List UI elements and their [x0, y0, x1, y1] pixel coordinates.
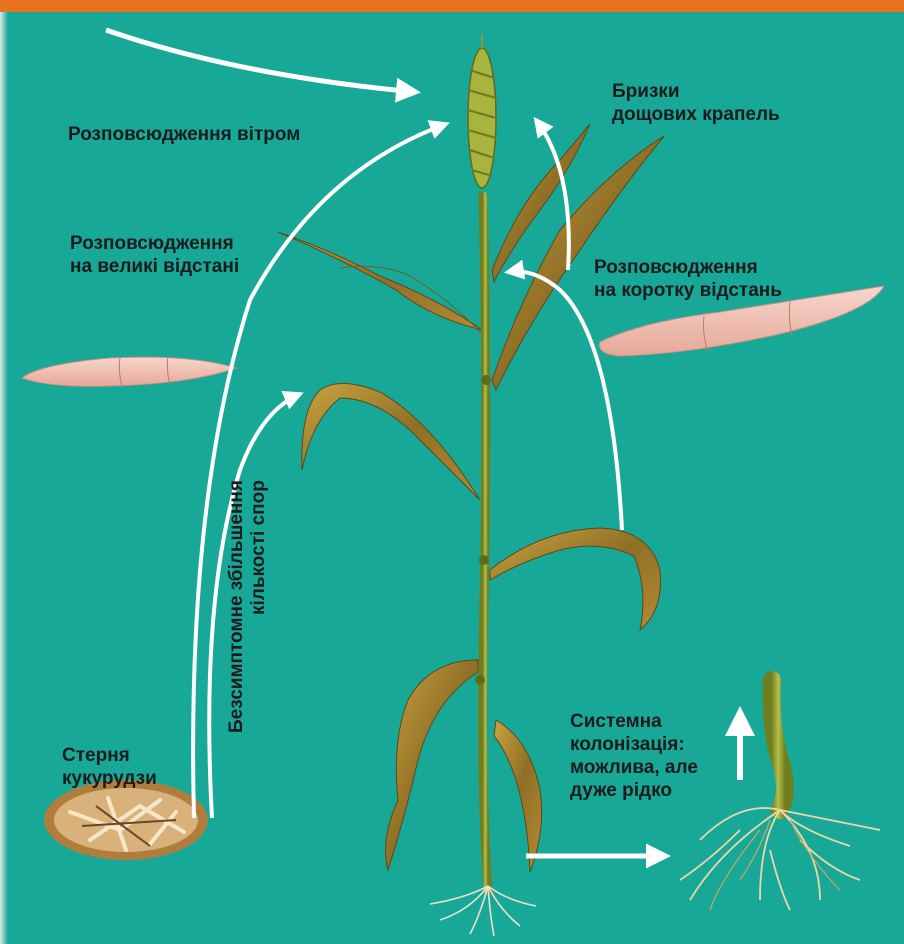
- label-systemic-line3: можлива, але: [570, 756, 698, 779]
- label-stubble-line2: кукурудзи: [62, 767, 157, 790]
- spore-left: [22, 356, 236, 386]
- label-short-line2: на коротку відстань: [594, 279, 782, 302]
- label-short-line1: Розповсюдження: [594, 256, 782, 279]
- corn-stubble: [44, 780, 208, 860]
- label-corn-stubble: Стерня кукурудзи: [62, 744, 157, 790]
- label-systemic-line2: колонізація:: [570, 733, 698, 756]
- label-wind-dispersal: Розповсюдження вітром: [68, 123, 300, 146]
- label-asymptomatic-spores: Безсимптомне збільшення кількості спор: [226, 480, 316, 770]
- label-rain-splash: Бризки дощових крапель: [612, 80, 780, 126]
- label-systemic-colonization: Системна колонізація: можлива, але дуже …: [570, 710, 698, 802]
- label-rain-line2: дощових крапель: [612, 103, 780, 126]
- label-spores-line1: Безсимптомне збільшення: [226, 480, 248, 770]
- label-long-line1: Розповсюдження: [70, 232, 239, 255]
- label-long-distance: Розповсюдження на великі відстані: [70, 232, 239, 278]
- label-short-distance: Розповсюдження на коротку відстань: [594, 256, 782, 302]
- label-systemic-line4: дуже рідко: [570, 779, 698, 802]
- label-long-line2: на великі відстані: [70, 255, 239, 278]
- root-closeup: [680, 680, 880, 910]
- label-rain-line1: Бризки: [612, 80, 780, 103]
- label-spores-line2: кількості спор: [248, 480, 270, 770]
- label-stubble-line1: Стерня: [62, 744, 157, 767]
- label-systemic-line1: Системна: [570, 710, 698, 733]
- arrow-wind: [106, 30, 416, 92]
